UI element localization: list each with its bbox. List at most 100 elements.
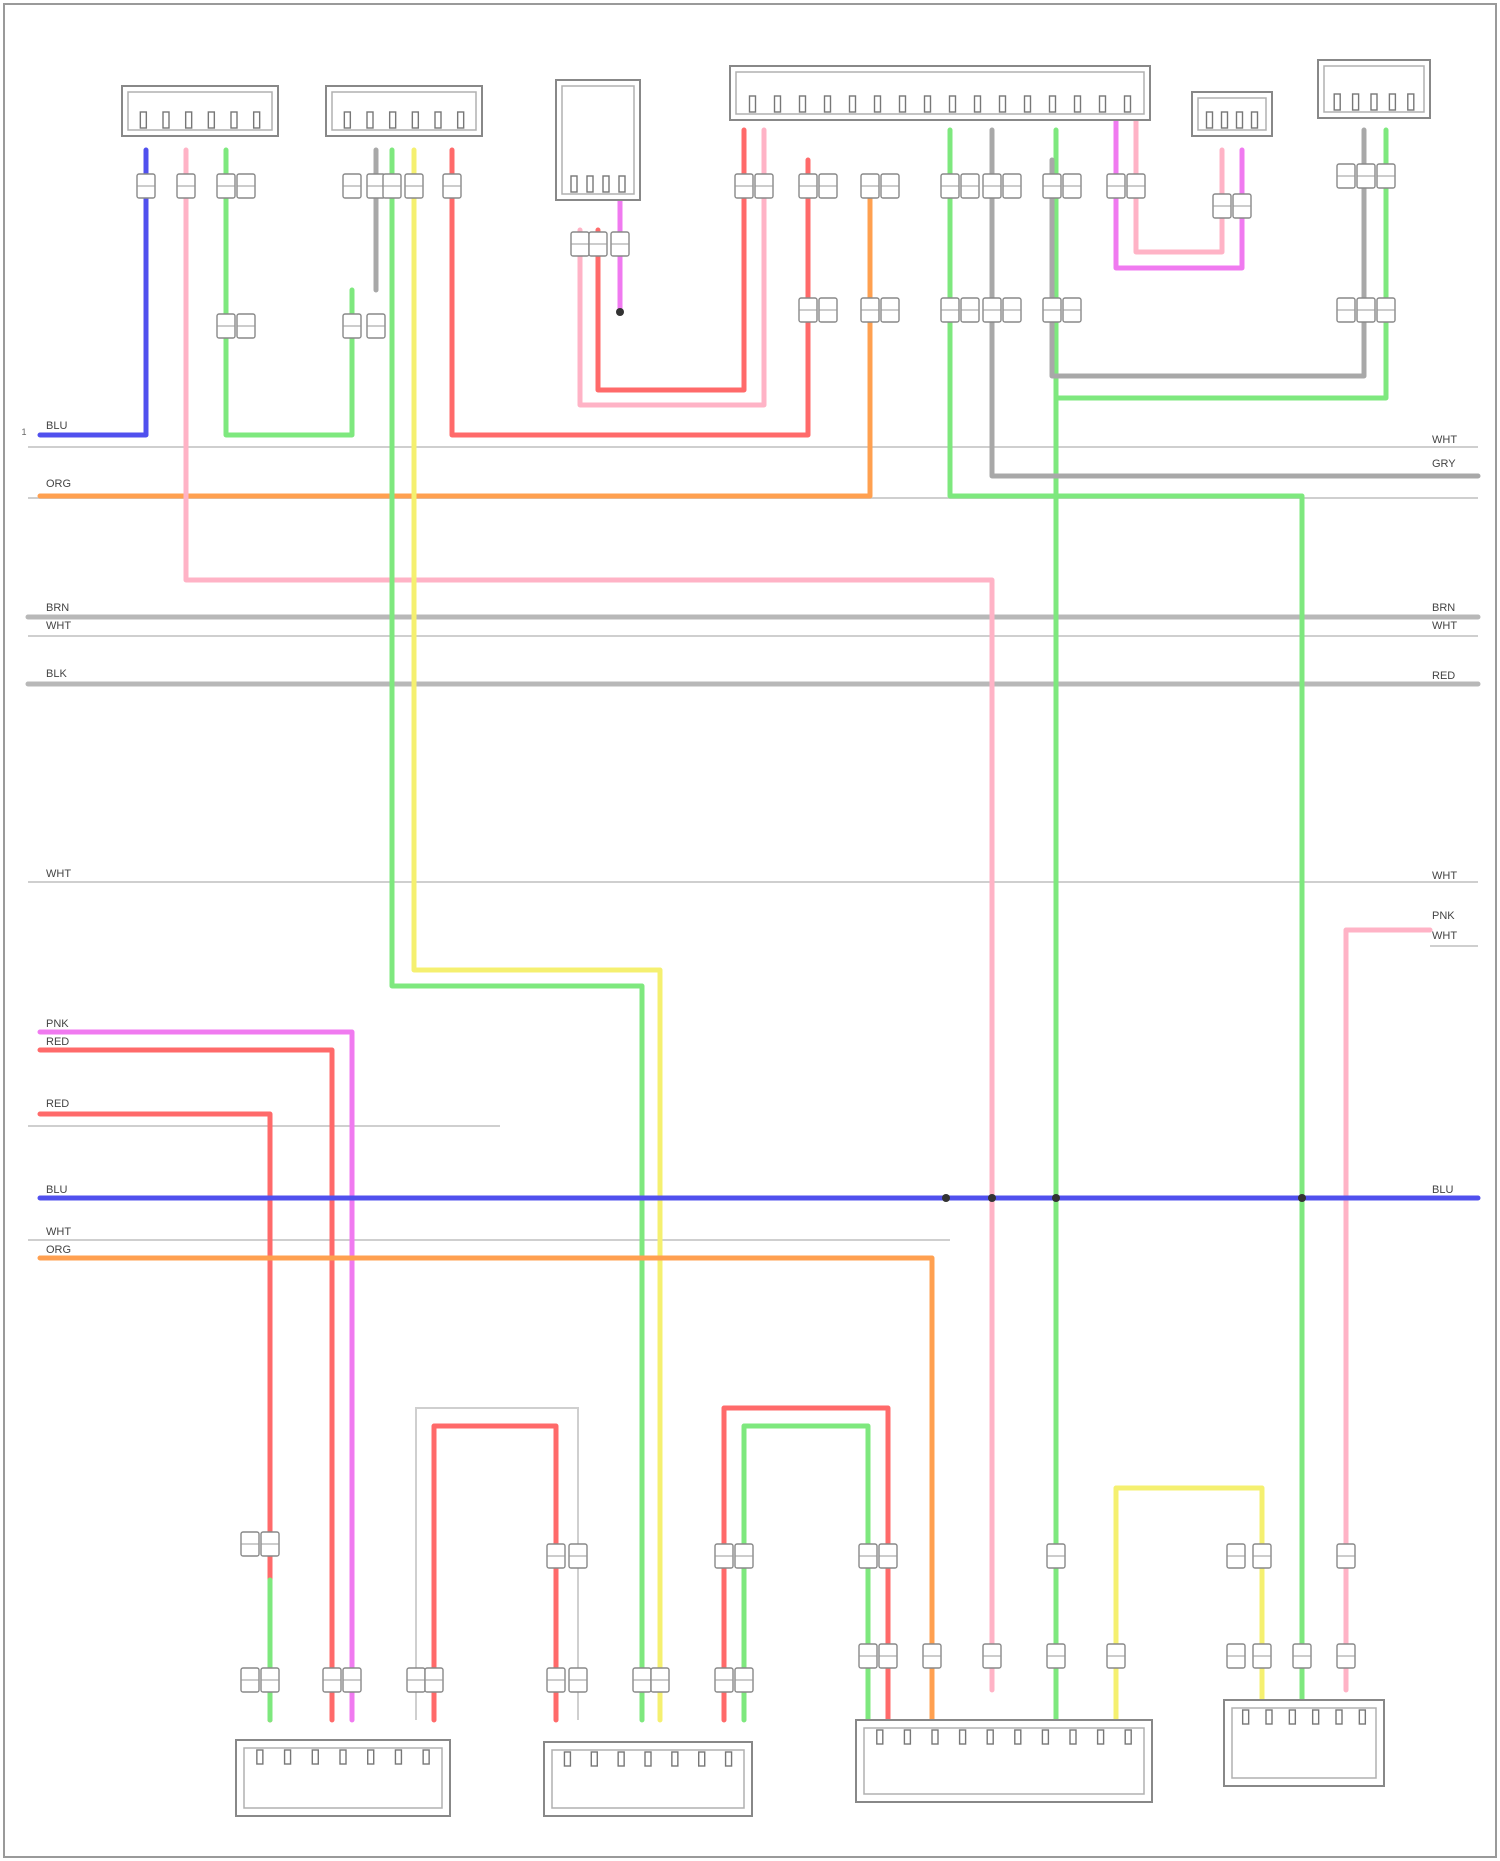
connector-pin: [1070, 1730, 1076, 1744]
left-tag: WHT: [46, 620, 71, 632]
connector-pin: [1222, 112, 1228, 128]
component-bottom-1: [236, 1740, 450, 1816]
connector-pin: [1371, 94, 1377, 110]
connector-pin: [412, 112, 418, 128]
right-tag-text: WHT: [1432, 434, 1457, 446]
connector-pin: [257, 1750, 263, 1764]
right-tag-text: GRY: [1432, 458, 1456, 470]
wire-red-arch1: [434, 1426, 556, 1720]
wire-pink-top: [1136, 120, 1222, 252]
connector-pin: [1336, 1710, 1342, 1724]
connector-pin: [987, 1730, 993, 1744]
connector-pin: [368, 1750, 374, 1764]
connector-pin: [1408, 94, 1414, 110]
left-tag: RED: [46, 1098, 69, 1110]
connector-pin: [875, 96, 881, 112]
right-tag-text: WHT: [1432, 870, 1457, 882]
connector-pin: [591, 1752, 597, 1766]
splices: [616, 308, 1306, 1202]
component-bottom-3: [856, 1720, 1152, 1802]
right-tag: WHT: [1432, 434, 1457, 446]
wire-pink-right: [1346, 930, 1430, 1690]
top-components: [122, 60, 1430, 200]
connector-pin: [1266, 1710, 1272, 1724]
left-tag: ORG: [46, 1244, 71, 1256]
connector-pin: [231, 112, 237, 128]
connector-pin: [571, 176, 577, 192]
connector-pin: [975, 96, 981, 112]
connector-pin: [1075, 96, 1081, 112]
connector-pin: [1353, 94, 1359, 110]
left-tag: BLU: [46, 1184, 67, 1196]
connector-pin: [925, 96, 931, 112]
connector-pin: [312, 1750, 318, 1764]
wire-red-bottom-b: [40, 1114, 270, 1720]
left-tag-text: PNK: [46, 1018, 69, 1030]
connector-pin: [645, 1752, 651, 1766]
left-tag-text: WHT: [46, 868, 71, 880]
connector-pin: [618, 1752, 624, 1766]
left-tag-text: RED: [46, 1036, 69, 1048]
connector-pin: [1000, 96, 1006, 112]
right-tag: WHT: [1432, 870, 1457, 882]
wire-green-arch2: [744, 1426, 868, 1720]
wire-green-right: [950, 130, 1302, 1700]
wire-yellow-arch: [1116, 1488, 1262, 1720]
bottom-components: [236, 1700, 1384, 1816]
left-tag-text: BLU: [46, 1184, 67, 1196]
left-tag-text: ORG: [46, 1244, 71, 1256]
connector-pin: [163, 112, 169, 128]
left-tag: WHT: [46, 1226, 71, 1238]
component-top-2: [326, 86, 482, 136]
right-tag: PNK: [1432, 910, 1455, 922]
left-tag-num: 1: [21, 427, 26, 437]
left-tag: ORG: [46, 478, 71, 490]
right-tag-text: WHT: [1432, 620, 1457, 632]
left-tag-text: RED: [46, 1098, 69, 1110]
wire-orange-bottom: [40, 1258, 932, 1720]
connector-pin: [423, 1750, 429, 1764]
connector-pin: [932, 1730, 938, 1744]
right-tag-text: BRN: [1432, 602, 1455, 614]
component-top-1: [122, 86, 278, 136]
connector-pin: [390, 112, 396, 128]
connector-pin: [1050, 96, 1056, 112]
connector-pin: [900, 96, 906, 112]
left-tag-text: ORG: [46, 478, 71, 490]
connector-pin: [750, 96, 756, 112]
connector-pin: [619, 176, 625, 192]
connector-pin: [285, 1750, 291, 1764]
bus-lines: [28, 447, 1478, 1240]
wire-magenta-bottom: [40, 1032, 352, 1720]
connector-pin: [1100, 96, 1106, 112]
connector-pin: [699, 1752, 705, 1766]
connector-pin: [587, 176, 593, 192]
left-tag: RED: [46, 1036, 69, 1048]
connector-pin: [877, 1730, 883, 1744]
left-tag: PNK: [46, 1018, 69, 1030]
wires: [40, 120, 1478, 1720]
right-tag: WHT: [1432, 930, 1457, 942]
connector-pin: [1015, 1730, 1021, 1744]
right-tag: RED: [1432, 670, 1455, 682]
connector-pin: [435, 112, 441, 128]
connector-pin: [186, 112, 192, 128]
component-top-3: [556, 80, 640, 200]
connector-pin: [825, 96, 831, 112]
connector-pin: [1389, 94, 1395, 110]
connector-pin: [367, 112, 373, 128]
component-bottom-2: [544, 1742, 752, 1816]
connector-pin: [208, 112, 214, 128]
connector-body: [856, 1720, 1152, 1802]
right-tag: WHT: [1432, 620, 1457, 632]
connector-pin: [1313, 1710, 1319, 1724]
connector-pin: [1252, 112, 1258, 128]
connector-pin: [960, 1730, 966, 1744]
left-tag: WHT: [46, 868, 71, 880]
connector-pin: [1289, 1710, 1295, 1724]
connector-pin: [1207, 112, 1213, 128]
connector-pin: [850, 96, 856, 112]
left-tag-text: BRN: [46, 602, 69, 614]
